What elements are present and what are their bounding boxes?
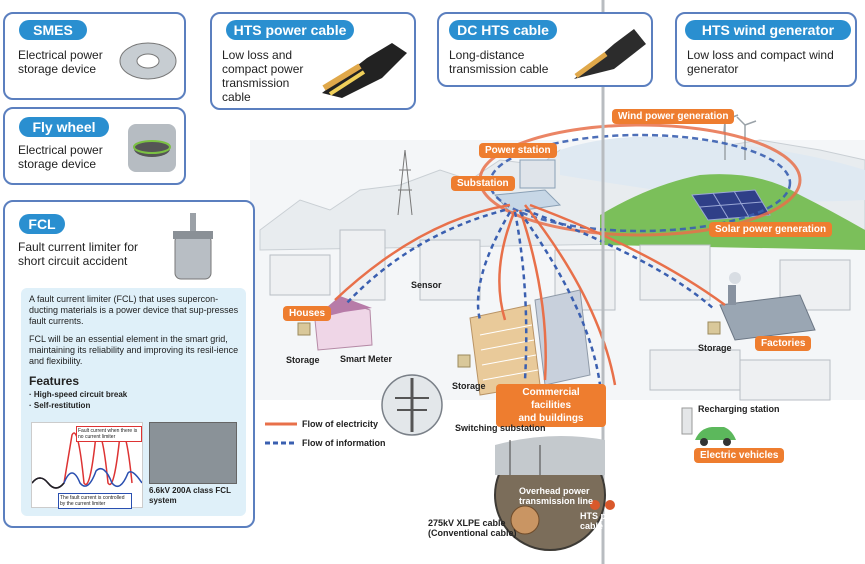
electric-vehicle-icon	[681, 407, 736, 446]
wind-generator-desc: Low loss and compact wind generator	[687, 48, 834, 76]
transmission-tower-icon	[397, 149, 413, 216]
label-electric-vehicles: Electric vehicles	[694, 448, 785, 463]
smes-desc: Electrical power storage device	[18, 48, 103, 76]
label-smart-meter: Smart Meter	[340, 354, 393, 364]
label-storage-commercial: Storage	[452, 381, 486, 391]
label-commercial: Commercial facilities and buildings	[496, 384, 606, 427]
fcl-desc: Fault current limiter for short circuit …	[18, 240, 139, 268]
storage-icon	[297, 321, 721, 368]
fcl-chart-note-top: Fault current when there is no current l…	[76, 426, 142, 442]
label-recharging-station: Recharging station	[698, 404, 780, 414]
label-solar-power: Solar power generation	[709, 222, 833, 237]
dc-hts-desc: Long-distance transmission cable	[449, 48, 549, 76]
fcl-feature-1: · High-speed circuit break	[29, 390, 128, 399]
label-sensor: Sensor	[411, 280, 442, 290]
fcl-system-photo	[149, 422, 237, 484]
fcl-title: FCL	[19, 214, 65, 234]
fcl-waveform-chart: Fault current when there is no current l…	[31, 422, 143, 509]
fcl-info-panel: A fault current limiter (FCL) that uses …	[21, 288, 246, 516]
dc-hts-card: DC HTS cable Long-distance transmission …	[437, 12, 653, 87]
smes-title: SMES	[19, 20, 87, 40]
label-xlpe-cable: 275kV XLPE cable (Conventional cable)	[428, 518, 517, 538]
legend-electricity-label: Flow of electricity	[302, 419, 379, 429]
hts-cable-icon	[322, 43, 407, 98]
legend	[265, 422, 297, 445]
flywheel-desc: Electrical power storage device	[18, 143, 103, 171]
information-flow-lines	[344, 208, 716, 386]
commercial-building-icon	[469, 289, 591, 396]
solar-panel-array	[691, 189, 771, 221]
wind-generator-card: HTS wind generator Low loss and compact …	[675, 12, 857, 87]
fcl-device-icon	[173, 213, 213, 280]
hts-cable-title: HTS power cable	[226, 20, 354, 40]
substation-icon	[493, 159, 562, 213]
fcl-info-paragraph-1: A fault current limiter (FCL) that uses …	[29, 294, 239, 326]
hts-cable-card: HTS power cable Low loss and compact pow…	[210, 12, 416, 110]
electricity-flow-lines	[334, 203, 726, 386]
label-power-station: Power station	[479, 143, 557, 158]
smes-card: SMES Electrical power storage device	[3, 12, 186, 100]
label-hts-power-cable: HTS power cable	[580, 511, 628, 531]
label-storage-factories: Storage	[698, 343, 732, 353]
label-storage-houses: Storage	[286, 355, 320, 365]
label-houses: Houses	[283, 306, 332, 321]
hts-cable-desc: Low loss and compact power transmission …	[222, 48, 304, 104]
switching-substation-zoom	[381, 374, 443, 436]
dc-hts-cable-icon	[574, 29, 646, 79]
factory-icon	[719, 272, 816, 341]
smes-coil-icon	[119, 42, 177, 80]
label-overhead-line: Overhead power transmission line	[519, 486, 594, 506]
label-switching-substation: Switching substation	[455, 423, 546, 433]
underground-cable-zoom	[494, 436, 615, 551]
flywheel-title: Fly wheel	[19, 117, 109, 137]
fcl-card: FCL Fault current limiter for short circ…	[3, 200, 255, 528]
fcl-features-title: Features	[29, 374, 80, 388]
label-wind-power: Wind power generation	[612, 109, 735, 124]
legend-information-label: Flow of information	[302, 438, 386, 448]
wind-generator-title: HTS wind generator	[685, 20, 851, 40]
flywheel-card: Fly wheel Electrical power storage devic…	[3, 107, 186, 185]
dc-hts-title: DC HTS cable	[449, 20, 557, 40]
fcl-chart-note-bottom: The fault current is controlled by the c…	[58, 493, 132, 509]
label-substation: Substation	[451, 176, 515, 191]
label-factories: Factories	[755, 336, 812, 351]
flywheel-icon	[128, 124, 176, 172]
fcl-info-paragraph-2: FCL will be an essential element in the …	[29, 334, 239, 366]
fcl-photo-caption: 6.6kV 200A class FCL system	[149, 486, 231, 505]
fcl-feature-2: · Self-restitution	[29, 401, 91, 410]
